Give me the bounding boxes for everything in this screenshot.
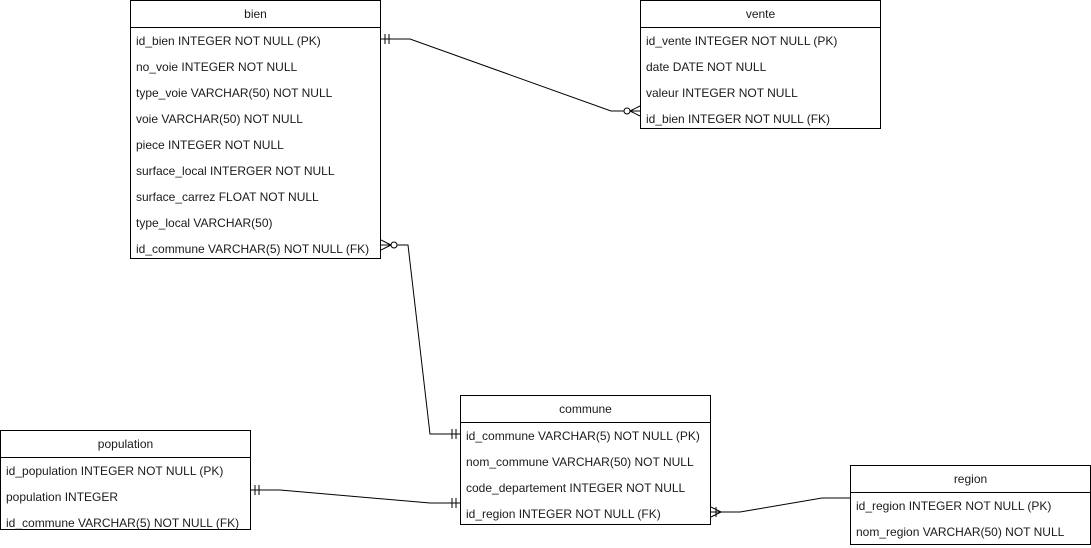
entity-title[interactable]: region [851,466,1090,493]
attribute-list: id_region INTEGER NOT NULL (PK) nom_regi… [851,493,1090,546]
attribute-row[interactable]: nom_region VARCHAR(50) NOT NULL [856,525,1065,539]
cardinality-one-marker [451,498,457,508]
entity-vente[interactable]: vente id_vente INTEGER NOT NULL (PK) dat… [640,0,881,129]
entity-title[interactable]: bien [131,1,380,28]
entity-title[interactable]: vente [641,1,880,28]
cardinality-one-marker [254,485,260,495]
attribute-row[interactable]: id_bien INTEGER NOT NULL (FK) [646,112,831,126]
attribute-row[interactable]: type_local VARCHAR(50) [136,216,273,230]
entity-bien[interactable]: bien id_bien INTEGER NOT NULL (PK) no_vo… [130,0,381,259]
entity-title[interactable]: population [1,431,250,458]
entity-population[interactable]: population id_population INTEGER NOT NUL… [0,430,251,530]
attribute-list: id_bien INTEGER NOT NULL (PK) no_voie IN… [131,28,380,260]
attribute-row[interactable]: id_vente INTEGER NOT NULL (PK) [646,34,838,48]
relationship-population-commune[interactable] [251,485,460,508]
relationship-bien-commune[interactable] [380,239,460,439]
attribute-row[interactable]: id_commune VARCHAR(5) NOT NULL (PK) [466,429,700,443]
attribute-row[interactable]: valeur INTEGER NOT NULL [646,86,798,100]
attribute-row[interactable]: date DATE NOT NULL [646,60,767,74]
connector-population-commune[interactable] [251,489,460,504]
attribute-row[interactable]: id_region INTEGER NOT NULL (PK) [856,499,1052,513]
cardinality-one-marker [384,34,390,44]
attribute-list: id_population INTEGER NOT NULL (PK) popu… [1,458,250,531]
cardinality-one-many-marker [710,506,722,518]
attribute-row[interactable]: code_departement INTEGER NOT NULL [466,481,686,495]
connector-bien-vente[interactable] [381,38,640,112]
relationship-bien-vente[interactable] [381,34,641,117]
attribute-list: id_vente INTEGER NOT NULL (PK) date DATE… [641,28,880,130]
attribute-row[interactable]: nom_commune VARCHAR(50) NOT NULL [466,455,694,469]
entity-region[interactable]: region id_region INTEGER NOT NULL (PK) n… [850,465,1091,545]
connector-commune-region[interactable] [711,497,850,513]
attribute-row[interactable]: id_population INTEGER NOT NULL (PK) [6,464,224,478]
cardinality-zero-many-marker [380,239,398,251]
entity-title[interactable]: commune [461,396,710,423]
attribute-list: id_commune VARCHAR(5) NOT NULL (PK) nom_… [461,423,710,526]
attribute-row[interactable]: population INTEGER [6,490,119,504]
attribute-row[interactable]: id_commune VARCHAR(5) NOT NULL (FK) [6,516,240,530]
attribute-row[interactable]: piece INTEGER NOT NULL [136,138,284,152]
attribute-row[interactable]: no_voie INTEGER NOT NULL [136,60,298,74]
attribute-row[interactable]: id_bien INTEGER NOT NULL (PK) [136,34,321,48]
attribute-row[interactable]: surface_carrez FLOAT NOT NULL [136,190,319,204]
cardinality-zero-many-marker [623,105,641,117]
cardinality-one-marker [451,429,457,439]
attribute-row[interactable]: voie VARCHAR(50) NOT NULL [136,112,303,126]
attribute-row[interactable]: surface_local INTERGER NOT NULL [136,164,335,178]
attribute-row[interactable]: type_voie VARCHAR(50) NOT NULL [136,86,333,100]
connector-bien-commune[interactable] [381,244,460,435]
attribute-row[interactable]: id_region INTEGER NOT NULL (FK) [466,507,661,521]
relationship-commune-region[interactable] [710,497,850,518]
attribute-row[interactable]: id_commune VARCHAR(5) NOT NULL (FK) [136,242,370,256]
entity-commune[interactable]: commune id_commune VARCHAR(5) NOT NULL (… [460,395,711,525]
